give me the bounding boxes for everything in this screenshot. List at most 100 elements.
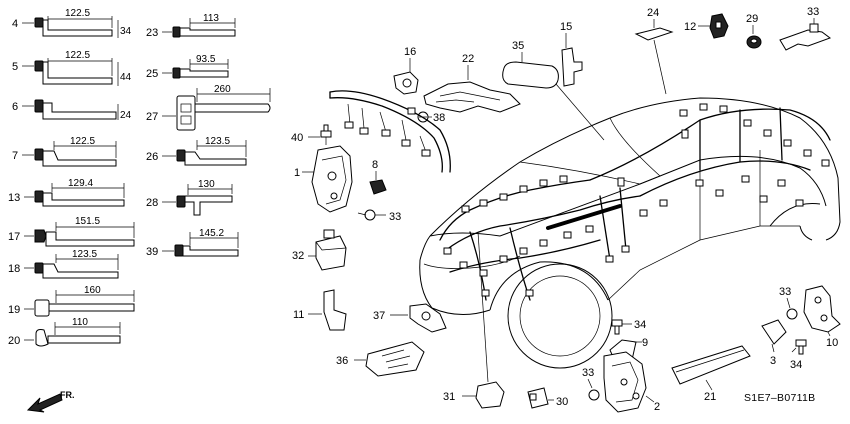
callout-label: 10 [826,337,838,349]
callout-label: 1 [294,167,300,179]
part-36-bolt: 40 [291,124,332,145]
callout-label: 16 [404,46,416,58]
callout-label: 35 [512,40,524,52]
part-29-connector: 30 [527,387,568,409]
callout-label: 17 [8,231,20,243]
callout-label: 18 [8,263,20,275]
callout-label: 31 [443,391,455,403]
part-9-bracket: 10 [803,285,841,349]
dimension-label: 24 [120,110,132,121]
callout-label: 11 [293,309,304,321]
clip-part-5: 5 122.5 44 [12,50,132,86]
callout-label: 23 [146,27,158,39]
callout-label: 30 [556,396,568,408]
part-21-grommet: 29 [746,13,762,49]
direction-label: FR. [60,390,75,400]
callout-label: 13 [8,192,20,204]
part-33-nut: 33 [357,209,401,223]
part-14-clamp: 16 [393,46,419,95]
part-38-bracket: 33 [779,6,832,51]
callout-label: 28 [146,197,158,209]
dimension-label: 145.2 [199,228,224,239]
part-11-bracket: 11 [293,289,347,331]
callout-label: 19 [8,304,20,316]
part-32-pad: 35 [502,40,559,89]
callout-label: 29 [746,13,758,25]
dimension-label: 122.5 [70,136,95,147]
part-35-screw: 38 [417,111,445,124]
part-34-bolt: 34 [611,319,646,335]
callout-label: 5 [12,61,18,73]
callout-label: 34 [790,359,802,371]
dimension-label: 129.4 [68,178,93,189]
clip-part-26: 26 123.5 [146,136,247,166]
callout-label: 33 [779,286,791,298]
dimension-label: 130 [198,179,215,190]
car-body [419,97,841,369]
part-31-relay: 32 [292,229,347,271]
dashboard-harness [329,90,451,173]
dimension-label: 123.5 [72,249,97,260]
callout-label: 2 [654,401,660,413]
callout-label: 38 [433,112,445,124]
callout-label: 21 [704,391,716,403]
callout-label: 39 [146,246,158,258]
clip-part-17: 17 151.5 [8,216,135,247]
callout-label: 32 [292,250,304,262]
callout-label: 22 [462,53,474,65]
clip-part-4: 4 122.5 34 [12,8,132,38]
callout-label: 34 [634,319,646,331]
part-12-connector: 12 [684,13,729,39]
callout-label: 40 [291,132,303,144]
callout-label: 4 [12,18,18,30]
callout-label: 12 [684,21,696,33]
part-37-cover: 36 [336,341,425,377]
callout-label: 9 [642,337,648,349]
callout-label: 26 [146,151,158,163]
dimension-label: 110 [72,317,88,328]
clip-part-13: 13 129.4 [8,178,125,207]
clip-part-19: 19 160 [8,285,135,317]
callout-label: 25 [146,68,158,80]
dimension-label: 160 [84,285,101,296]
callout-label: 36 [336,355,348,367]
clip-part-39: 39 145.2 [146,228,239,258]
part-22-plate: 24 [634,7,674,41]
part-1-bracket: 1 [294,145,353,213]
part-15-bracket: 15 [560,21,583,87]
dimension-label: 34 [120,26,132,37]
clip-part-18: 18 123.5 [8,249,119,279]
callout-label: 3 [770,355,776,367]
part-8-clip: 8 [369,159,387,195]
part-16-bracket: 22 [423,53,521,113]
part-3-bracket: 3 [761,319,787,367]
part-40-clamp: 37 [373,303,447,333]
clip-part-7: 7 122.5 [12,136,117,167]
callout-label: 20 [8,335,20,347]
callout-label: 27 [146,111,158,123]
clip-part-25: 25 93.5 [146,54,229,80]
callout-label: 33 [807,6,819,18]
dimension-label: 93.5 [196,54,216,65]
clip-part-23: 23 113 [146,13,236,39]
dimension-label: 113 [203,13,219,24]
part-2-bracket: 2 [603,351,660,413]
dimension-label: 123.5 [205,136,230,147]
part-30-connector: 31 [443,381,505,409]
part-33-nut: 33 [582,367,600,401]
callout-label: 7 [12,150,18,162]
dimension-label: 122.5 [65,50,90,61]
clip-part-27: 27 260 [146,84,271,131]
diagram-code: S1E7–B0711B [744,392,815,404]
front-direction-indicator: FR. [26,390,75,413]
callout-label: 37 [373,310,385,322]
callout-label: 33 [389,211,401,223]
dimension-label: 44 [120,72,132,83]
leader-line [477,231,489,383]
part-34-bolt: 34 [790,339,807,371]
main-harness-on-body [439,103,831,301]
callout-label: 6 [12,101,18,113]
clip-part-6: 6 24 [12,99,132,121]
